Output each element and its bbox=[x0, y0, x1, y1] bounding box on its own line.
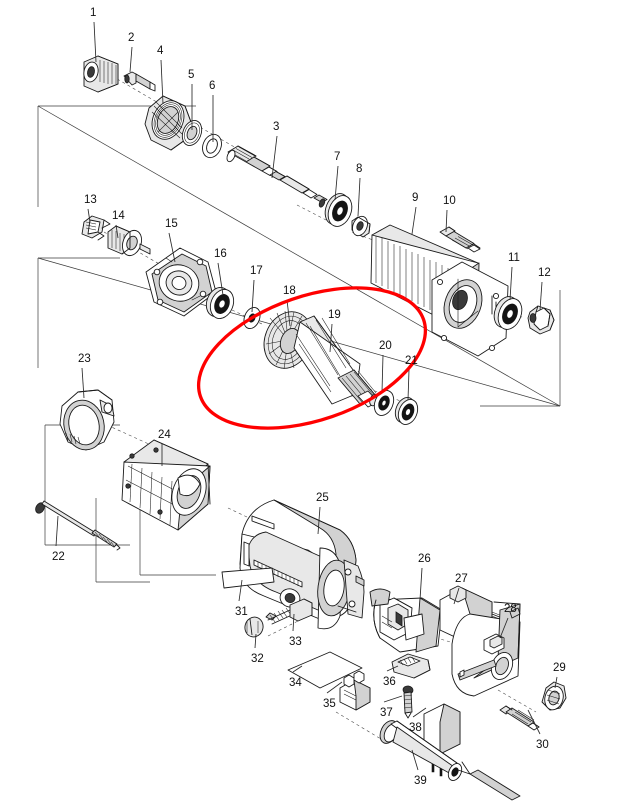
part-39-cord-guard bbox=[379, 720, 463, 781]
callout-19-armature-assembly[interactable]: 19 bbox=[328, 309, 341, 321]
callout-2-spindle-pin[interactable]: 2 bbox=[128, 32, 135, 44]
callout-34-insulation-sheet[interactable]: 34 bbox=[289, 677, 302, 689]
callout-3-spindle-shaft[interactable]: 3 bbox=[273, 121, 280, 133]
part-35-terminal-block bbox=[339, 670, 371, 711]
part-21-ball-bearing-rear bbox=[394, 397, 419, 425]
part-22-long-assembly-screw bbox=[35, 500, 121, 551]
part-25-motor-housing bbox=[239, 499, 365, 630]
part-1-bearing-box-collar bbox=[83, 55, 119, 93]
part-5-flat-washer-large bbox=[181, 120, 203, 146]
part-4-lock-nut bbox=[144, 95, 192, 151]
callout-13-spring-clip[interactable]: 13 bbox=[84, 194, 97, 206]
callout-8-bearing-retainer-washer[interactable]: 8 bbox=[356, 163, 363, 175]
callout-1-bearing-box-collar[interactable]: 1 bbox=[90, 7, 97, 19]
part-32-brush-cap bbox=[244, 616, 264, 638]
callout-39-cord-guard[interactable]: 39 bbox=[414, 775, 427, 787]
part-11-ball-bearing bbox=[493, 296, 523, 330]
part-10-pan-head-screw bbox=[439, 226, 481, 253]
part-30-tapping-screw bbox=[499, 705, 540, 731]
callout-17-insulation-washer[interactable]: 17 bbox=[250, 265, 263, 277]
callout-21-ball-bearing-armature-rear[interactable]: 21 bbox=[405, 355, 418, 367]
callout-24-field-stator[interactable]: 24 bbox=[158, 429, 171, 441]
part-24-field-stator bbox=[121, 439, 211, 531]
part-16-ball-bearing-front bbox=[205, 287, 235, 319]
callout-32-brush-cap[interactable]: 32 bbox=[251, 653, 264, 665]
callout-23-baffle-plate[interactable]: 23 bbox=[78, 353, 91, 365]
callout-36-brush-holder-cap[interactable]: 36 bbox=[383, 676, 396, 688]
part-31-name-plate bbox=[221, 567, 275, 589]
part-36-brush-holder-cap bbox=[391, 653, 431, 679]
callout-35-terminal-block[interactable]: 35 bbox=[323, 698, 336, 710]
part-18-19-armature-assembly bbox=[263, 310, 385, 409]
part-2-spindle-pin bbox=[123, 71, 156, 92]
callout-4-lock-nut[interactable]: 4 bbox=[157, 45, 164, 57]
callout-12-bearing-retainer[interactable]: 12 bbox=[538, 267, 551, 279]
callout-11-ball-bearing-626[interactable]: 11 bbox=[508, 252, 520, 264]
leader-lines bbox=[55, 21, 558, 771]
callout-20-insulation-washer-rear[interactable]: 20 bbox=[379, 340, 392, 352]
part-37-machine-screw bbox=[402, 685, 414, 719]
callout-16-ball-bearing-armature-front[interactable]: 16 bbox=[214, 248, 227, 260]
callout-14-gear-pinion[interactable]: 14 bbox=[112, 210, 125, 222]
part-3-spindle-shaft bbox=[226, 145, 328, 208]
part-7-ball-bearing bbox=[324, 193, 353, 227]
callout-18-fan-blade[interactable]: 18 bbox=[283, 285, 296, 297]
part-20-insulation-washer-rear bbox=[373, 390, 395, 416]
armature-assembly-highlight bbox=[196, 286, 428, 430]
callout-33-carbon-brush-spring[interactable]: 33 bbox=[289, 636, 302, 648]
callout-15-gear-housing-plate[interactable]: 15 bbox=[165, 218, 178, 230]
callout-37-machine-screw[interactable]: 37 bbox=[380, 707, 393, 719]
part-14-gear-pinion bbox=[107, 225, 151, 257]
part-13-spring-clip bbox=[81, 215, 111, 241]
callout-5-flat-washer-large[interactable]: 5 bbox=[188, 69, 195, 81]
part-34-insulation-sheet bbox=[287, 651, 363, 689]
part-29-cord-clamp-nut bbox=[541, 681, 567, 711]
callout-29-cord-clamp-nut[interactable]: 29 bbox=[553, 662, 566, 674]
part-8-bearing-retainer-washer bbox=[351, 215, 371, 238]
callout-7-ball-bearing-608[interactable]: 7 bbox=[334, 151, 341, 163]
callout-38-noise-suppressor[interactable]: 38 bbox=[409, 722, 422, 734]
callout-31-name-plate[interactable]: 31 bbox=[235, 606, 248, 618]
part-9-gear-housing-cover bbox=[370, 224, 509, 357]
part-33-carbon-brush-spring bbox=[265, 598, 313, 625]
power-cord bbox=[457, 761, 521, 801]
callout-26-brush-holder-frame[interactable]: 26 bbox=[418, 553, 431, 565]
callout-9-gear-housing-cover[interactable]: 9 bbox=[412, 192, 419, 204]
callout-25-motor-housing[interactable]: 25 bbox=[316, 492, 329, 504]
callout-10-pan-head-screw-m4[interactable]: 10 bbox=[443, 195, 456, 207]
part-12-bearing-retainer bbox=[527, 305, 555, 335]
callout-27-switch[interactable]: 27 bbox=[455, 573, 468, 585]
part-6-flat-washer-small bbox=[202, 133, 222, 159]
callout-6-flat-washer-small[interactable]: 6 bbox=[209, 80, 216, 92]
part-23-baffle-plate bbox=[59, 389, 115, 451]
callout-28-rear-cover[interactable]: 28 bbox=[504, 603, 517, 615]
callout-30-tapping-screw[interactable]: 30 bbox=[536, 739, 549, 751]
part-26-brush-holder-frame bbox=[369, 588, 443, 653]
callout-22-long-assembly-screw[interactable]: 22 bbox=[52, 551, 65, 563]
part-28-rear-cover bbox=[451, 601, 521, 697]
